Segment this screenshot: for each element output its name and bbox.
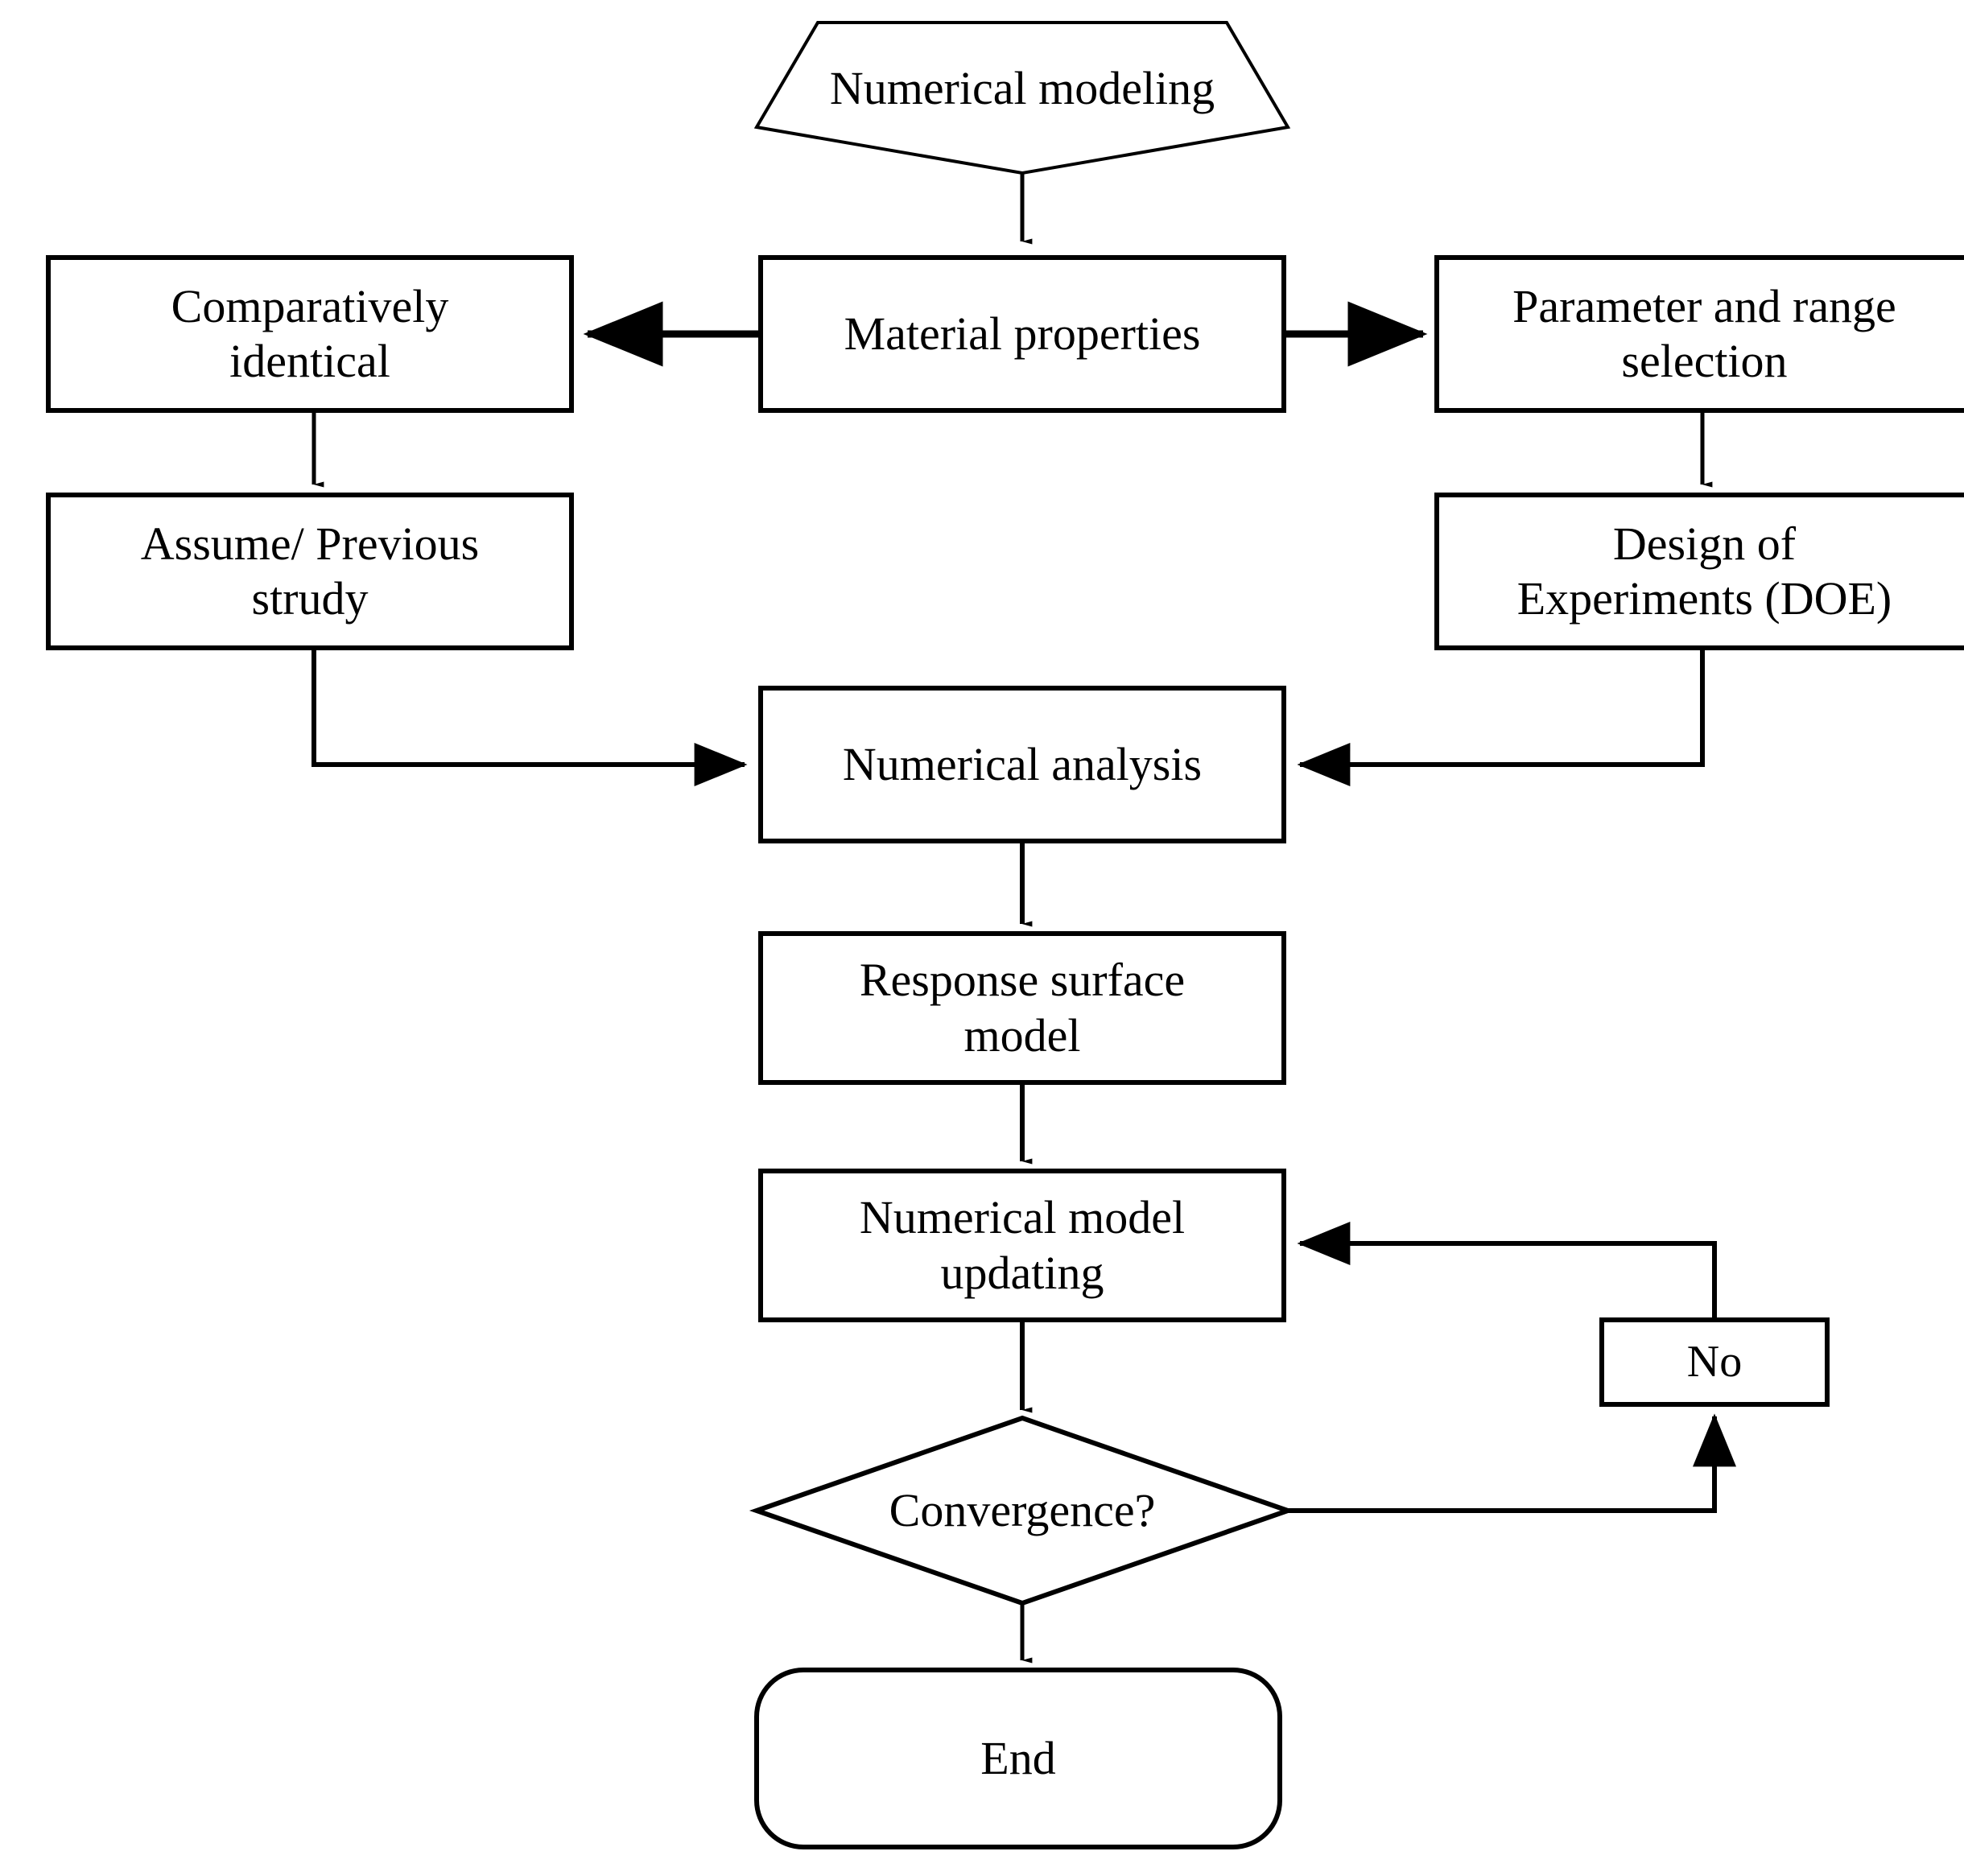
edge-assume-previous-to-numerical-analysis (312, 648, 748, 786)
node-shape-parameter-range-selection[interactable] (1434, 255, 1964, 413)
node-shape-no-box[interactable] (1599, 1317, 1830, 1407)
edge-no-to-model-updating (1297, 1222, 1717, 1320)
node-shape-numerical-analysis[interactable] (758, 686, 1286, 843)
node-shape-numerical-model-updating[interactable] (758, 1169, 1286, 1322)
node-shape-end[interactable] (754, 1668, 1282, 1849)
node-shape-response-surface-model[interactable] (758, 931, 1286, 1085)
node-shape-convergence-decision[interactable] (749, 1415, 1296, 1606)
node-shape-comparatively-identical[interactable] (46, 255, 574, 413)
edge-convergence-to-no (1288, 1413, 1736, 1513)
node-shape-material-properties[interactable] (758, 255, 1286, 413)
node-shape-design-of-experiments[interactable] (1434, 493, 1964, 650)
node-shape-start[interactable] (753, 21, 1291, 175)
edge-doe-to-numerical-analysis (1297, 648, 1705, 786)
node-shape-assume-previous-study[interactable] (46, 493, 574, 650)
